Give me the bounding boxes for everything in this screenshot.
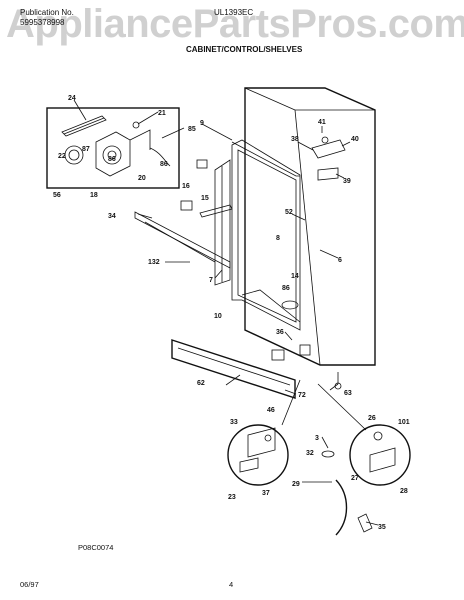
label-86-inner: 86	[108, 156, 116, 163]
light-switch	[196, 159, 208, 169]
page-title: CABINET/CONTROL/SHELVES	[186, 45, 303, 54]
control-housing	[95, 131, 131, 177]
drain-tube-29	[335, 479, 348, 536]
page-number: 4	[229, 580, 234, 589]
hinge-40	[311, 139, 346, 159]
publication-label: Publication No.	[20, 8, 74, 17]
lower-hinge-36	[271, 349, 285, 361]
label-20: 20	[138, 175, 146, 182]
breaker-strip	[214, 159, 231, 286]
label-21: 21	[158, 110, 166, 117]
label-14: 14	[291, 273, 299, 280]
label-29: 29	[292, 481, 300, 488]
label-132: 132	[148, 259, 160, 266]
watermark: AppliancePartsPros.com	[6, 2, 464, 46]
drain-bracket-35	[357, 513, 373, 533]
drain-cap-32	[321, 450, 335, 458]
label-33: 33	[230, 419, 238, 426]
cabinet-body	[244, 87, 376, 366]
label-86-cabinet: 86	[282, 285, 290, 292]
light-strip	[61, 115, 107, 137]
bracket-39	[317, 167, 339, 181]
label-35: 35	[378, 524, 386, 531]
label-34: 34	[108, 213, 116, 220]
cabinet-liner	[231, 139, 301, 331]
rod-15	[199, 204, 233, 218]
shelf-34	[134, 211, 231, 269]
label-26: 26	[368, 415, 376, 422]
label-32: 32	[306, 450, 314, 457]
label-22: 22	[58, 153, 66, 160]
label-38: 38	[291, 136, 299, 143]
label-9: 9	[200, 120, 204, 127]
label-28: 28	[400, 488, 408, 495]
publication-number: 5995378998	[20, 18, 65, 27]
model-number: UL1393EC	[214, 8, 254, 17]
label-27: 27	[351, 475, 359, 482]
label-62: 62	[197, 380, 205, 387]
label-63: 63	[344, 390, 352, 397]
label-52: 52	[285, 209, 293, 216]
label-18: 18	[90, 192, 98, 199]
label-24: 24	[68, 95, 76, 102]
control-knob	[64, 145, 84, 165]
label-7: 7	[209, 277, 213, 284]
drawing-id: P08C0074	[78, 543, 114, 552]
clip-16	[180, 200, 193, 211]
kick-plate	[171, 339, 296, 399]
detail-circle-right	[349, 424, 411, 486]
label-10: 10	[214, 313, 222, 320]
label-56: 56	[53, 192, 61, 199]
label-23: 23	[228, 494, 236, 501]
detail-circle-left	[227, 424, 289, 486]
label-72: 72	[298, 392, 306, 399]
label-16: 16	[182, 183, 190, 190]
footer-date: 06/97	[20, 580, 39, 589]
label-37: 37	[262, 490, 270, 497]
label-101: 101	[398, 419, 410, 426]
inset-frame	[46, 107, 180, 189]
capillary-wire	[149, 147, 171, 167]
label-87: 87	[82, 146, 90, 153]
label-85: 85	[188, 126, 196, 133]
label-40: 40	[351, 136, 359, 143]
drain-fitting	[281, 300, 299, 310]
label-46: 46	[267, 407, 275, 414]
label-41: 41	[318, 119, 326, 126]
label-15: 15	[201, 195, 209, 202]
label-8: 8	[276, 235, 280, 242]
label-36: 36	[276, 329, 284, 336]
label-6: 6	[338, 257, 342, 264]
label-3: 3	[315, 435, 319, 442]
light-socket	[132, 121, 140, 129]
label-39: 39	[343, 178, 351, 185]
label-86-right: 86	[160, 161, 168, 168]
leader-lines	[73, 99, 379, 526]
